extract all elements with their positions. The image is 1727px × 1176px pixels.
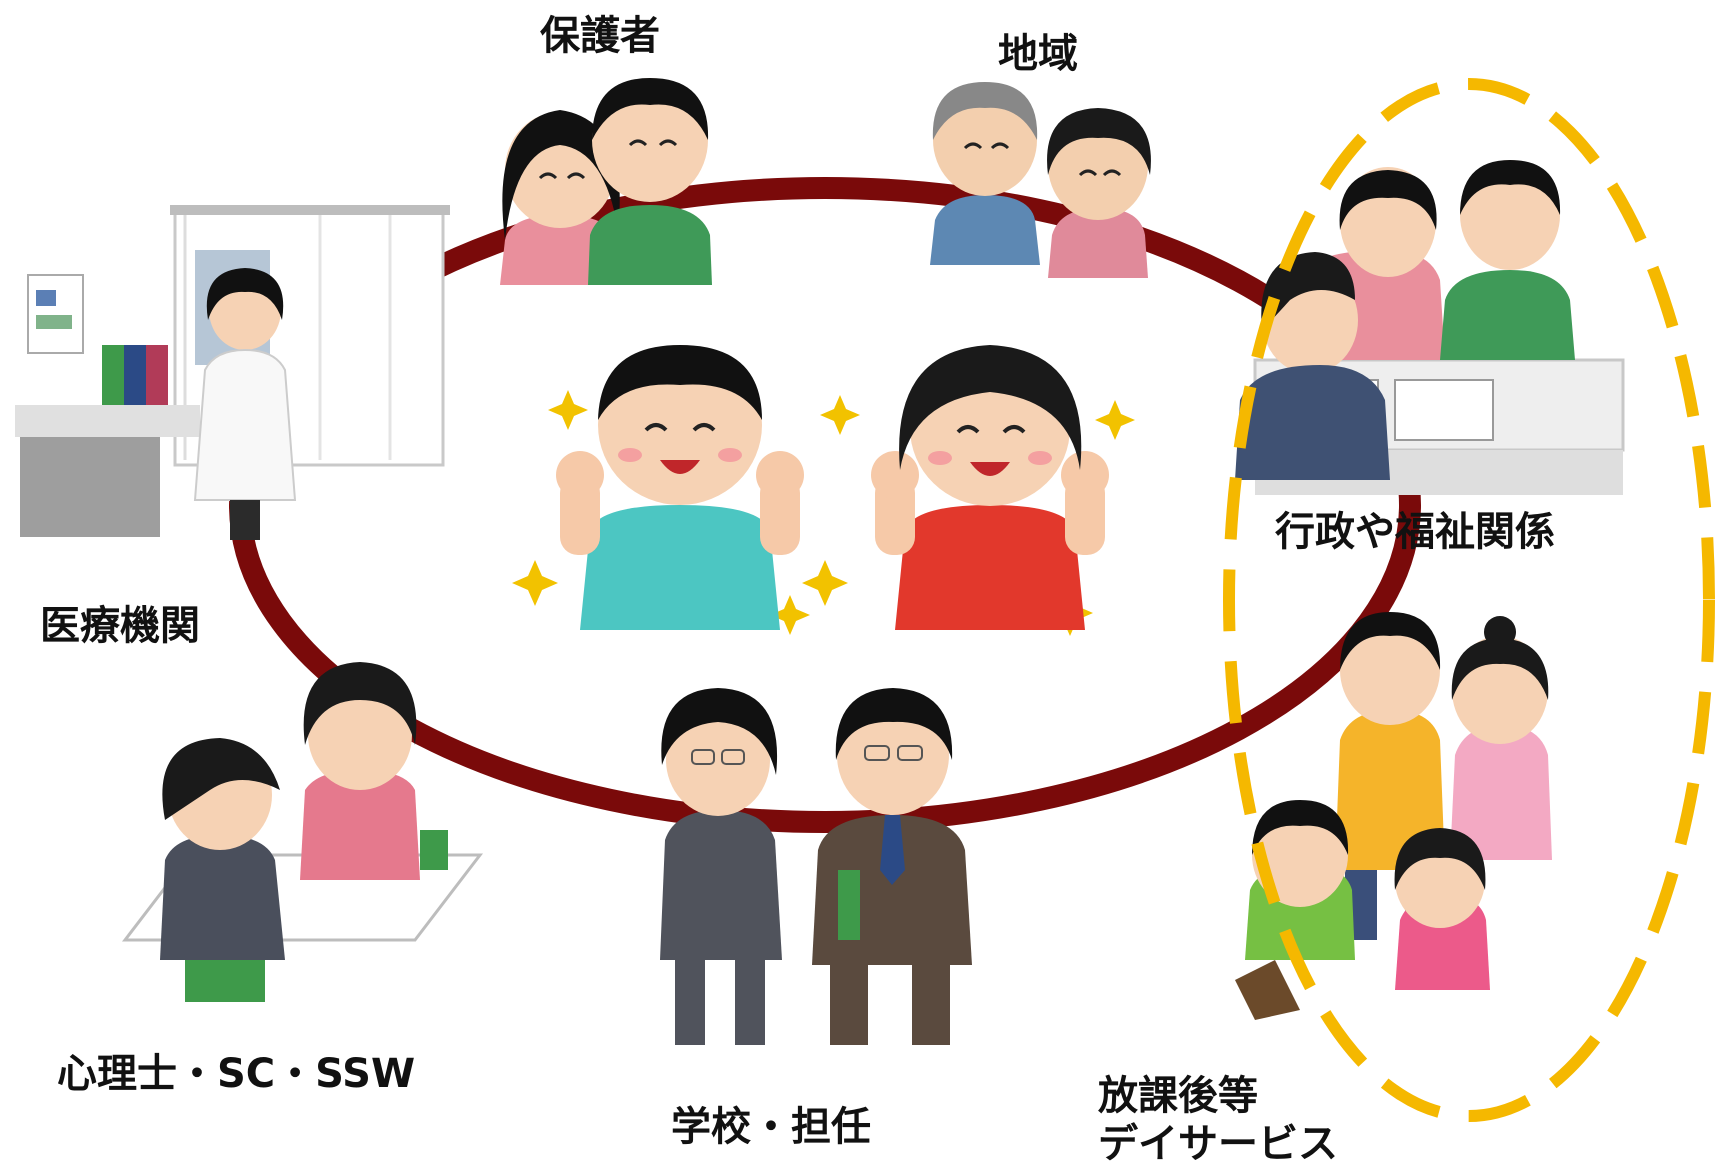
welfare-office-illustration [1235, 160, 1625, 495]
children-center-illustration [512, 345, 1135, 636]
parents-illustration [500, 78, 712, 285]
after-school-service-illustration [1235, 612, 1552, 1020]
after-school-label: 放課後等 デイサービス [1098, 1072, 1338, 1168]
after-school-label-line1: 放課後等 [1098, 1073, 1258, 1119]
school-label: 学校・担任 [671, 1104, 871, 1150]
parents-label: 保護者 [540, 13, 660, 59]
counseling-illustration [121, 662, 484, 1002]
community-illustration [930, 82, 1151, 278]
after-school-label-line2: デイサービス [1098, 1121, 1338, 1167]
counselor-label: 心理士・SC・SSW [57, 1051, 416, 1097]
school-teachers-illustration [660, 688, 972, 1045]
medical-clinic-illustration [15, 205, 450, 540]
highlight-dashed-ellipse [1223, 78, 1715, 1122]
medical-label: 医療機関 [40, 603, 200, 649]
community-label: 地域 [998, 31, 1078, 77]
welfare-label: 行政や福祉関係 [1275, 509, 1555, 555]
